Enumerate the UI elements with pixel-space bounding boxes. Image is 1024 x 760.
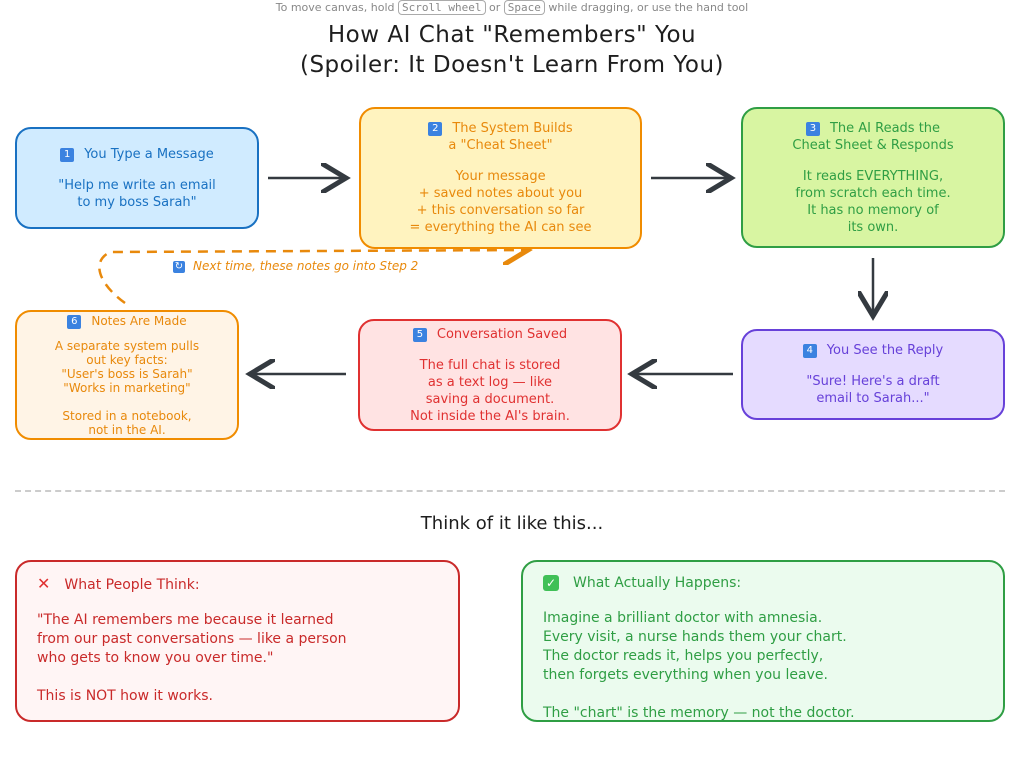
step-4-title: You See the Reply xyxy=(826,343,944,358)
step-5-box: 5 Conversation Saved The full chat is sto… xyxy=(358,319,622,431)
step-1-title: You Type a Message xyxy=(84,146,214,162)
step-2-body: Your message + saved notes about you + t… xyxy=(409,169,592,235)
arrow-6-2-loop xyxy=(98,250,528,305)
section-divider xyxy=(15,490,1005,492)
keycap-2-icon: 2 xyxy=(428,122,443,136)
repeat-icon: ↻ xyxy=(173,261,185,273)
keycap-6-icon: 6 xyxy=(67,314,82,329)
step-4-body: "Sure! Here's a draft email to Sarah..." xyxy=(806,374,940,406)
step-5-title: Conversation Saved xyxy=(436,326,568,342)
step-6-heading: 6 Notes Are Made xyxy=(67,313,187,329)
analogy-heading: Think of it like this... xyxy=(420,513,604,534)
step-2-title: The System Builds a "Cheat Sheet" xyxy=(448,121,573,153)
step-3-title: The AI Reads the Cheat Sheet & Responds xyxy=(792,120,954,153)
reality-body: Imagine a brilliant doctor with amnesia.… xyxy=(543,610,855,721)
keycap-5-icon: 5 xyxy=(412,327,427,342)
key-scroll: Scroll wheel xyxy=(398,0,486,15)
loop-note-text: Next time, these notes go into Step 2 xyxy=(193,259,419,273)
check-mark-icon: ✓ xyxy=(543,575,559,591)
canvas-hint: To move canvas, hold Scroll wheel or Spa… xyxy=(0,0,1024,15)
keycap-3-icon: 3 xyxy=(805,121,820,136)
key-space: Space xyxy=(503,0,545,15)
step-4-box: 4 You See the Reply "Sure! Here's a draft… xyxy=(741,329,1005,420)
title-line-2: (Spoiler: It Doesn't Learn From You) xyxy=(299,52,725,78)
myth-heading: ✕ What People Think: xyxy=(37,574,200,595)
step-1-heading: 1 You Type a Message xyxy=(60,146,214,163)
cross-mark-icon: ✕ xyxy=(37,574,51,593)
reality-title: What Actually Happens: xyxy=(573,575,742,591)
step-6-body: A separate system pulls out key facts: "… xyxy=(54,338,200,437)
reality-box: ✓ What Actually Happens: Imagine a brilli… xyxy=(521,560,1005,722)
step-4-heading: 4 You See the Reply xyxy=(802,342,944,359)
step-3-body: It reads EVERYTHING, from scratch each t… xyxy=(795,168,951,235)
myth-body: "The AI remembers me because it learned … xyxy=(37,612,347,704)
title-line-1: How AI Chat "Remembers" You xyxy=(327,22,697,48)
step-1-box: 1 You Type a Message "Help me write an em… xyxy=(15,127,259,229)
keycap-4-icon: 4 xyxy=(802,344,817,358)
step-2-heading: 2 The System Builds a "Cheat Sheet" xyxy=(428,120,573,154)
hint-text: To move canvas, hold xyxy=(275,1,395,14)
step-5-body: The full chat is stored as a text log — … xyxy=(410,357,570,424)
loop-note: ↻ Next time, these notes go into Step 2 xyxy=(173,259,418,273)
myth-title: What People Think: xyxy=(64,577,200,593)
step-6-box: 6 Notes Are Made A separate system pulls … xyxy=(15,310,239,440)
hint-text: while dragging, or use the hand tool xyxy=(548,1,749,14)
step-1-body: "Help me write an email to my boss Sarah… xyxy=(58,177,216,210)
step-2-box: 2 The System Builds a "Cheat Sheet" Your … xyxy=(359,107,642,249)
reality-heading: ✓ What Actually Happens: xyxy=(543,574,741,593)
myth-box: ✕ What People Think: "The AI remembers me… xyxy=(15,560,460,722)
step-6-title: Notes Are Made xyxy=(91,313,187,328)
hint-text: or xyxy=(489,1,501,14)
keycap-1-icon: 1 xyxy=(60,147,75,162)
step-5-heading: 5 Conversation Saved xyxy=(412,326,568,343)
